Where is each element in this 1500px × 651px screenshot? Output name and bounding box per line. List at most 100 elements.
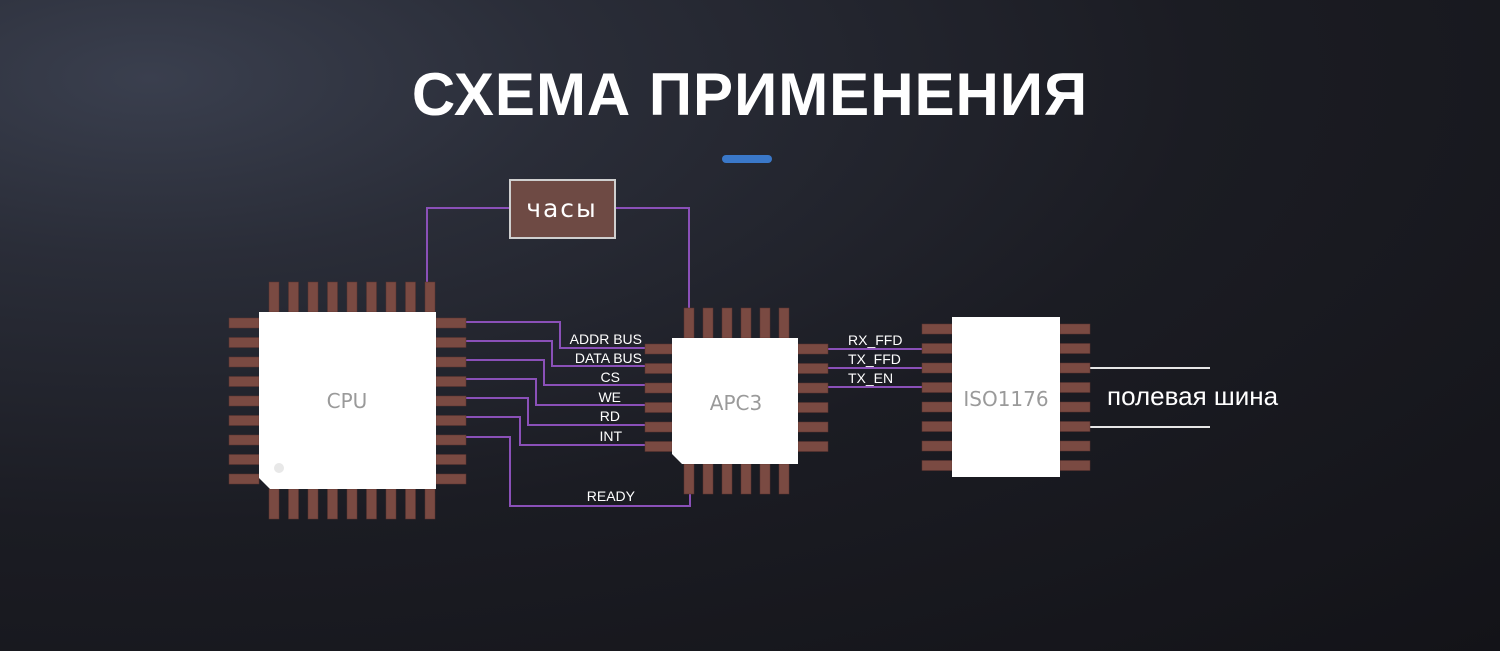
iso-pin-right — [1059, 343, 1091, 354]
apc3-pin-left — [644, 441, 673, 452]
iso-pin-left — [921, 343, 953, 354]
cpu-pin-right — [435, 473, 467, 485]
clock-wire-apc3 — [615, 207, 690, 312]
signal-label-rx-ffd: RX_FFD — [848, 332, 902, 348]
apc3-pin-top — [702, 307, 714, 339]
cpu-pin-left — [228, 356, 260, 368]
cpu-pin-top — [307, 281, 319, 313]
clock-label: часы — [526, 194, 598, 223]
cpu-pin-right — [435, 454, 467, 465]
clock-box — [509, 179, 616, 239]
apc3-pin-top — [740, 307, 752, 339]
iso-pin-left — [921, 323, 953, 335]
cpu-pin-left — [228, 454, 260, 465]
apc3-pin-left — [644, 382, 673, 394]
wire-cs — [466, 359, 645, 386]
apc3-pin-top — [778, 307, 790, 339]
cpu-pin-left — [228, 434, 260, 446]
cpu-pin-top — [366, 281, 377, 313]
cpu-chip: CPU — [228, 281, 467, 520]
cpu-pin-right — [435, 356, 467, 368]
cpu-pins — [228, 281, 467, 520]
apc3-pin-right — [797, 402, 829, 413]
apc3-pin-top — [683, 307, 695, 339]
apc3-pin-left — [644, 363, 673, 374]
cpu-pin-left — [228, 473, 260, 485]
cpu-pin-right — [435, 434, 467, 446]
cpu-pin-top — [424, 281, 436, 313]
iso-pin-left — [921, 401, 953, 413]
cpu-pin-top — [405, 281, 416, 313]
apc3-pin-top — [721, 307, 733, 339]
iso-pin-left — [921, 421, 953, 432]
apc3-pin-right — [797, 363, 829, 374]
apc3-pin-left — [644, 421, 673, 433]
signal-label-cs: CS — [601, 369, 620, 385]
cpu-pin-top — [268, 281, 280, 313]
cpu-pin-bottom — [346, 488, 358, 520]
signal-label-tx-en: TX_EN — [848, 370, 893, 386]
signal-label-addr-bus: ADDR BUS — [570, 331, 642, 347]
apc3-pin-bottom — [702, 463, 714, 495]
cpu-signal-labels: ADDR BUS DATA BUS CS WE RD INT READY — [570, 331, 642, 504]
cpu-pin-left — [228, 337, 260, 348]
apc3-body — [672, 338, 798, 464]
cpu-pin-left — [228, 415, 260, 426]
cpu-pin-bottom — [288, 488, 299, 520]
wire-rd — [466, 397, 645, 426]
wire-int — [466, 416, 645, 446]
iso-pin-right — [1059, 362, 1091, 374]
cpu-pin-right — [435, 376, 467, 387]
iso1176-chip: ISO1176 — [921, 317, 1091, 477]
cpu-pin-bottom — [424, 488, 436, 520]
cpu-pin-bottom — [268, 488, 280, 520]
apc3-pin-bottom — [778, 463, 790, 495]
cpu-pin1-marker — [274, 463, 284, 473]
apc3-pin-bottom — [721, 463, 733, 495]
apc3-pin-bottom — [683, 463, 695, 495]
cpu-body — [259, 312, 436, 489]
cpu-pin-right — [435, 317, 467, 329]
cpu-pin-top — [327, 281, 338, 313]
fieldbus-label: полевая шина — [1107, 381, 1279, 411]
clock-block: часы — [509, 179, 616, 239]
iso-pin-right — [1059, 421, 1091, 432]
cpu-pin-bottom — [307, 488, 319, 520]
cpu-pin-left — [228, 395, 260, 407]
apc3-pins — [644, 307, 829, 495]
cpu-label: CPU — [327, 389, 368, 413]
wire-data-bus — [466, 340, 645, 367]
apc3-pin-left — [644, 343, 673, 355]
iso-pin-left — [921, 460, 953, 471]
iso-pin-right — [1059, 401, 1091, 413]
page-title: СХЕМА ПРИМЕНЕНИЯ — [411, 61, 1089, 128]
cpu-pin-left — [228, 376, 260, 387]
cpu-pin-bottom — [366, 488, 377, 520]
cpu-pin-bottom — [405, 488, 416, 520]
wires — [426, 207, 1210, 507]
cpu-pin-right — [435, 337, 467, 348]
title-underline — [722, 155, 772, 163]
iso-pin-left — [921, 382, 953, 393]
signal-label-data-bus: DATA BUS — [575, 350, 642, 366]
cpu-pin-top — [288, 281, 299, 313]
signal-label-int: INT — [599, 428, 622, 444]
wire-we — [466, 378, 645, 406]
signal-label-we: WE — [598, 389, 621, 405]
iso-label: ISO1176 — [963, 387, 1048, 411]
iso-pin-right — [1059, 460, 1091, 471]
cpu-pin-right — [435, 415, 467, 426]
cpu-pin-bottom — [385, 488, 397, 520]
clock-wire-cpu — [426, 207, 510, 287]
apc3-pin-right — [797, 441, 829, 452]
cpu-pin-right — [435, 395, 467, 407]
iso-pin-right — [1059, 323, 1091, 335]
cpu-pin-bottom — [327, 488, 338, 520]
cpu-pin-top — [346, 281, 358, 313]
apc3-pin-left — [644, 402, 673, 413]
apc3-pin-right — [797, 382, 829, 394]
iso-pin-left — [921, 362, 953, 374]
apc3-pin-top — [759, 307, 771, 339]
apc3-chip: APC3 — [644, 307, 829, 495]
